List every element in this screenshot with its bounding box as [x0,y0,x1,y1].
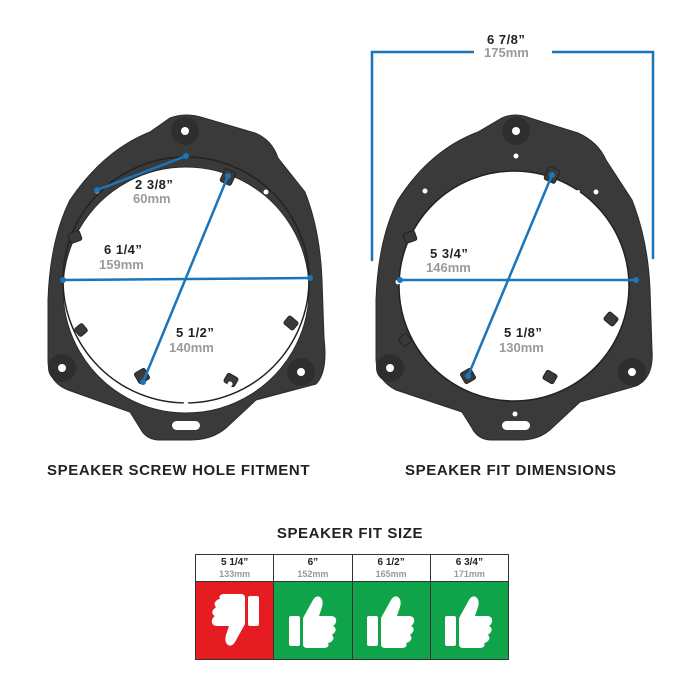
fit-size-mm: 152mm [297,569,329,579]
label-inch: 5 1/8” [504,325,542,340]
label-inch: 5 3/4” [430,246,468,261]
fit-size-mm: 171mm [453,569,485,579]
fit-size-cell: 6 1/2” 165mm [352,555,431,659]
left-speaker-bracket: 2 3/8” 60mm 6 1/4” 159mm 5 1/2” 140mm [47,114,326,441]
fit-size-inch: 6 1/2” [377,557,405,568]
label-mm: 60mm [133,191,171,206]
right-speaker-bracket: 6 7/8” 175mm 5 3/4” 146mm 5 1/8” 130mm [370,32,655,441]
fit-size-header: 6 3/4” 171mm [430,555,508,582]
fit-size-title: SPEAKER FIT SIZE [276,525,424,542]
fit-size-inch: 5 1/4” [221,557,249,568]
fit-size-cell: 6” 152mm [274,555,353,659]
fit-size-status [274,582,352,659]
fit-size-table: 5 1/4” 133mm 6” 152mm [195,554,509,660]
right-diagram-caption: SPEAKER FIT DIMENSIONS [405,462,617,479]
label-inch: 5 1/2” [176,325,214,340]
thumbs-down-icon [211,593,259,646]
dimension-line-2-3-8 [95,154,188,192]
label-mm: 130mm [499,340,544,355]
label-inch: 2 3/8” [135,177,173,192]
fit-size-status [430,582,508,659]
fit-size-cell: 5 1/4” 133mm [196,555,275,659]
fit-size-mm: 165mm [375,569,407,579]
thumbs-up-icon [445,595,493,648]
thumbs-up-icon [288,595,337,648]
dimension-line-5-1-8 [466,173,554,378]
fit-size-status [196,582,274,659]
fit-size-header: 5 1/4” 133mm [196,555,274,582]
dimension-line-5-1-2 [141,174,230,384]
thumbs-up-icon [367,595,415,648]
label-inch: 6 1/4” [104,242,142,257]
label-mm: 159mm [99,257,144,272]
label-inch: 6 7/8” [487,32,525,47]
fit-size-inch: 6 3/4” [455,557,483,568]
fit-size-status [352,582,430,659]
label-mm: 140mm [169,340,214,355]
left-diagram-caption: SPEAKER SCREW HOLE FITMENT [47,462,311,479]
label-mm: 175mm [484,45,529,60]
label-mm: 146mm [426,260,471,275]
fit-size-mm: 133mm [219,569,251,579]
fit-size-inch: 6” [307,557,319,568]
fit-size-header: 6 1/2” 165mm [352,555,430,582]
fit-size-header: 6” 152mm [274,555,352,582]
fit-size-cell: 6 3/4” 171mm [430,555,508,659]
